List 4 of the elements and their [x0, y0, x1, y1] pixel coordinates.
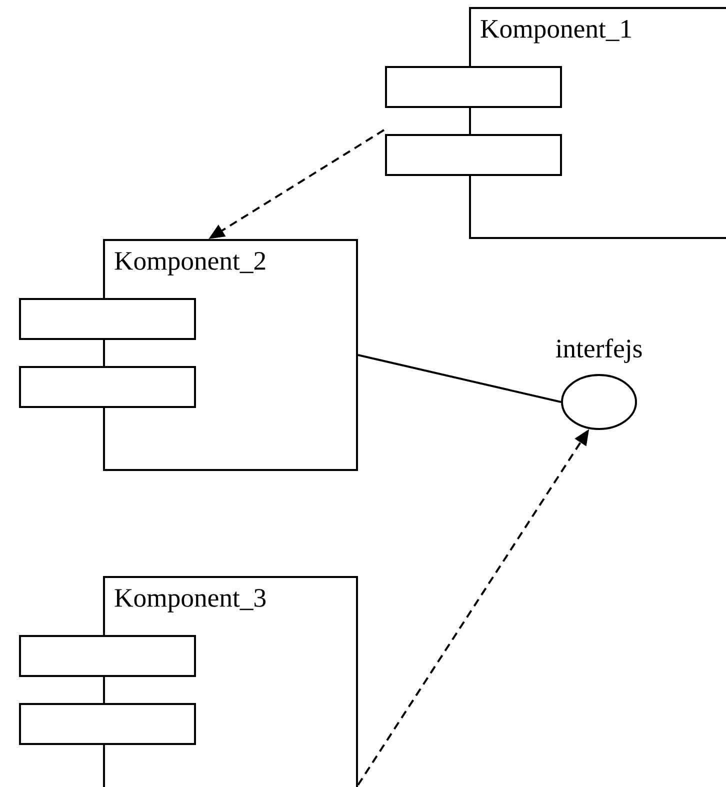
component-box: Komponent_2: [19, 239, 358, 471]
component-box: Komponent_1: [385, 7, 726, 239]
node-label: interfejs: [556, 338, 642, 363]
component-box: Komponent_3: [19, 576, 358, 787]
